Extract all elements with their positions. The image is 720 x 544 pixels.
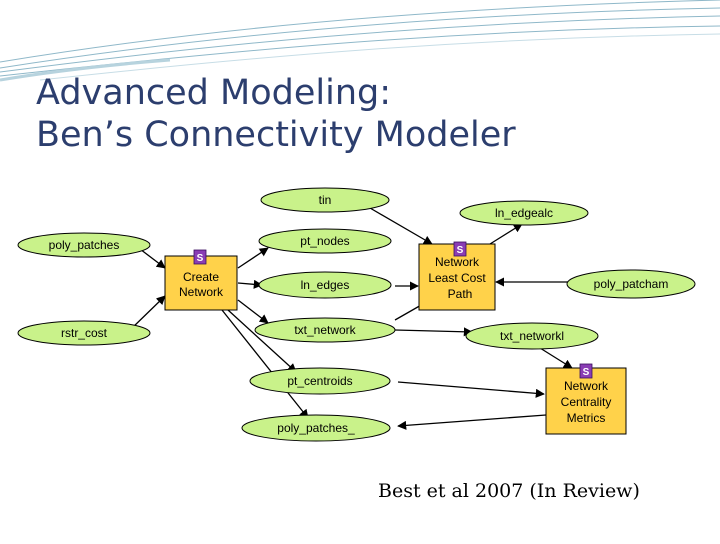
node-create-network-label-line1: Create	[183, 270, 219, 284]
edge-pt-centroids-to-centrality	[397, 381, 545, 398]
edge-create-to-ln-edges	[237, 279, 263, 289]
node-tin-label: tin	[319, 193, 332, 207]
edge-least-cost-to-ln-edgealc	[489, 223, 523, 245]
node-centrality-box	[545, 367, 627, 435]
header-swoosh-decoration	[0, 0, 720, 82]
script-tool-icon: S	[193, 249, 207, 265]
svg-text:S: S	[583, 367, 590, 378]
node-rstr-cost-ellipse	[17, 320, 151, 346]
node-txt-networkl-label: txt_networkl	[500, 329, 564, 343]
svg-text:S: S	[457, 245, 464, 256]
node-pt-nodes-label: pt_nodes	[300, 234, 349, 248]
node-poly-patcham-label: poly_patcham	[594, 277, 669, 291]
node-centrality-label-line1: Network	[564, 379, 609, 393]
node-least-cost-label-line1: Network	[435, 255, 480, 269]
citation: Best et al 2007 (In Review)	[378, 480, 640, 502]
edge-create-to-pt-nodes	[237, 247, 269, 269]
edge-create-to-pt-centroids	[227, 309, 297, 373]
node-poly-patches-underscore-ellipse	[241, 414, 391, 442]
edge-tin-to-least-cost	[369, 207, 433, 245]
node-least-cost-label-line2: Least Cost	[428, 271, 486, 285]
diagram-edges	[129, 207, 573, 430]
script-tool-icon: S	[453, 241, 467, 257]
node-txt-network-label: txt_network	[294, 323, 356, 337]
edge-txt-network-to-txt-networkl	[394, 327, 473, 337]
node-ln-edgealc-ellipse	[459, 200, 589, 226]
slide-title: Advanced Modeling: Ben’s Connectivity Mo…	[36, 72, 676, 156]
edge-txt-networkl-to-centrality	[539, 347, 573, 369]
script-tool-icon: S	[579, 363, 593, 379]
node-ln-edges-ellipse	[258, 271, 392, 299]
node-centrality-label-line3: Metrics	[567, 411, 606, 425]
node-ln-edgealc-label: ln_edgealc	[495, 206, 553, 220]
node-poly-patches-label: poly_patches	[49, 238, 120, 252]
slide-title-line2: Ben’s Connectivity Modeler	[36, 115, 516, 155]
edge-create-to-poly-patches-underscore	[221, 309, 309, 419]
node-poly-patches-ellipse	[17, 232, 151, 258]
node-create-network-label-line2: Network	[179, 285, 224, 299]
svg-text:S: S	[197, 253, 204, 264]
node-rstr-cost-label: rstr_cost	[61, 326, 108, 340]
edge-create-to-txt-network	[237, 299, 269, 324]
node-tin-ellipse	[260, 187, 390, 213]
node-create-network-box	[164, 255, 238, 311]
node-txt-networkl-ellipse	[465, 322, 599, 350]
node-txt-network-ellipse	[254, 317, 396, 343]
node-poly-patches-underscore-label: poly_patches_	[277, 421, 355, 435]
data-nodes	[17, 187, 696, 442]
node-centrality-label-line2: Centrality	[561, 395, 612, 409]
node-least-cost-label-line3: Path	[448, 287, 473, 301]
node-poly-patcham-ellipse	[566, 269, 696, 299]
node-pt-nodes-ellipse	[258, 228, 392, 254]
node-ln-edges-label: ln_edges	[301, 278, 350, 292]
node-pt-centroids-label: pt_centroids	[287, 374, 352, 388]
edge-rstr-cost-to-create	[129, 295, 166, 331]
slide-title-line1: Advanced Modeling:	[36, 73, 392, 113]
edge-centrality-to-poly-patches-underscore	[397, 414, 547, 430]
node-pt-centroids-ellipse	[249, 367, 391, 395]
